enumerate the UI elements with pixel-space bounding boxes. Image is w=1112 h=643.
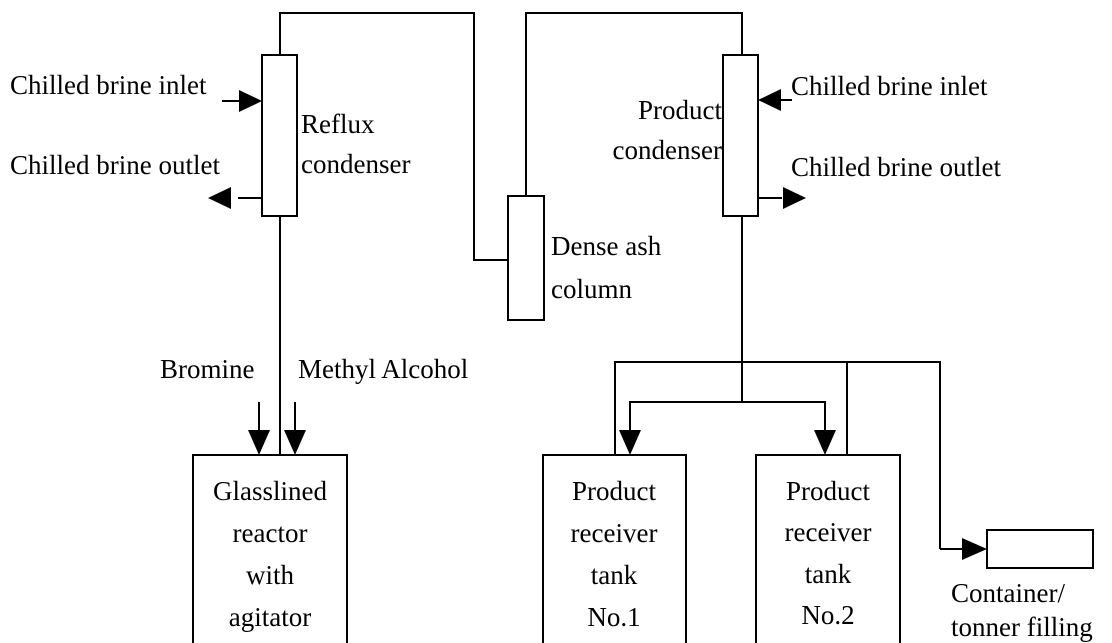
reflux-condenser-box (261, 54, 298, 217)
reactor-label-1: Glasslined (213, 476, 327, 506)
tank2-label-3: tank (805, 559, 852, 589)
tank2-label-4: No.2 (801, 600, 854, 630)
arrow-to-tank2 (814, 430, 836, 455)
arrow-bromine-feed (248, 430, 270, 455)
reactor-label-3: with (246, 560, 295, 590)
arrow-methanol-feed (284, 430, 306, 455)
pipe-column-to-product-condenser (525, 12, 743, 196)
arrow-to-container (962, 538, 987, 560)
right-brine-inlet-label: Chilled brine inlet (791, 71, 988, 101)
product-condenser-box (722, 54, 759, 217)
column-label-1: Dense ash (551, 231, 662, 261)
tank1-label-4: No.1 (587, 602, 640, 632)
reflux-condenser-label-2: condenser (301, 149, 410, 179)
column-label-2: column (551, 274, 632, 304)
tank1-label-1: Product (572, 476, 656, 506)
arrow-brine-inlet-right (758, 89, 781, 111)
container-box (986, 529, 1094, 569)
arrow-to-tank1 (619, 430, 641, 455)
right-brine-outlet-label: Chilled brine outlet (791, 152, 1001, 182)
reactor-label-4: agitator (229, 602, 311, 632)
arrow-brine-inlet-left (239, 90, 262, 112)
product-condenser-label-1: Product (638, 95, 722, 125)
tank2-label-1: Product (786, 476, 870, 506)
pipe-reflux-to-column (279, 12, 508, 261)
product-condenser-label-2: condenser (613, 135, 722, 165)
dense-ash-column-box (507, 195, 545, 321)
arrow-brine-outlet-left (208, 187, 231, 209)
tank1-label-2: receiver (571, 518, 658, 548)
left-brine-outlet-label: Chilled brine outlet (10, 150, 220, 180)
arrowheads (208, 89, 987, 560)
tank2-label-2: receiver (785, 517, 872, 547)
container-label-2: tonner filling (951, 612, 1093, 642)
methanol-label: Methyl Alcohol (298, 354, 468, 384)
tank2-box (755, 454, 901, 643)
bromine-label: Bromine (160, 354, 255, 384)
left-brine-inlet-label: Chilled brine inlet (10, 70, 207, 100)
pipe-header-lower (629, 401, 826, 430)
container-label-1: Container/ (951, 578, 1065, 608)
reactor-label-2: reactor (233, 518, 308, 548)
tank1-label-3: tank (591, 560, 638, 590)
arrow-brine-outlet-right (783, 187, 806, 209)
tank1-box (542, 454, 687, 643)
reflux-condenser-label-1: Reflux (301, 109, 375, 139)
reactor-box (192, 454, 348, 643)
